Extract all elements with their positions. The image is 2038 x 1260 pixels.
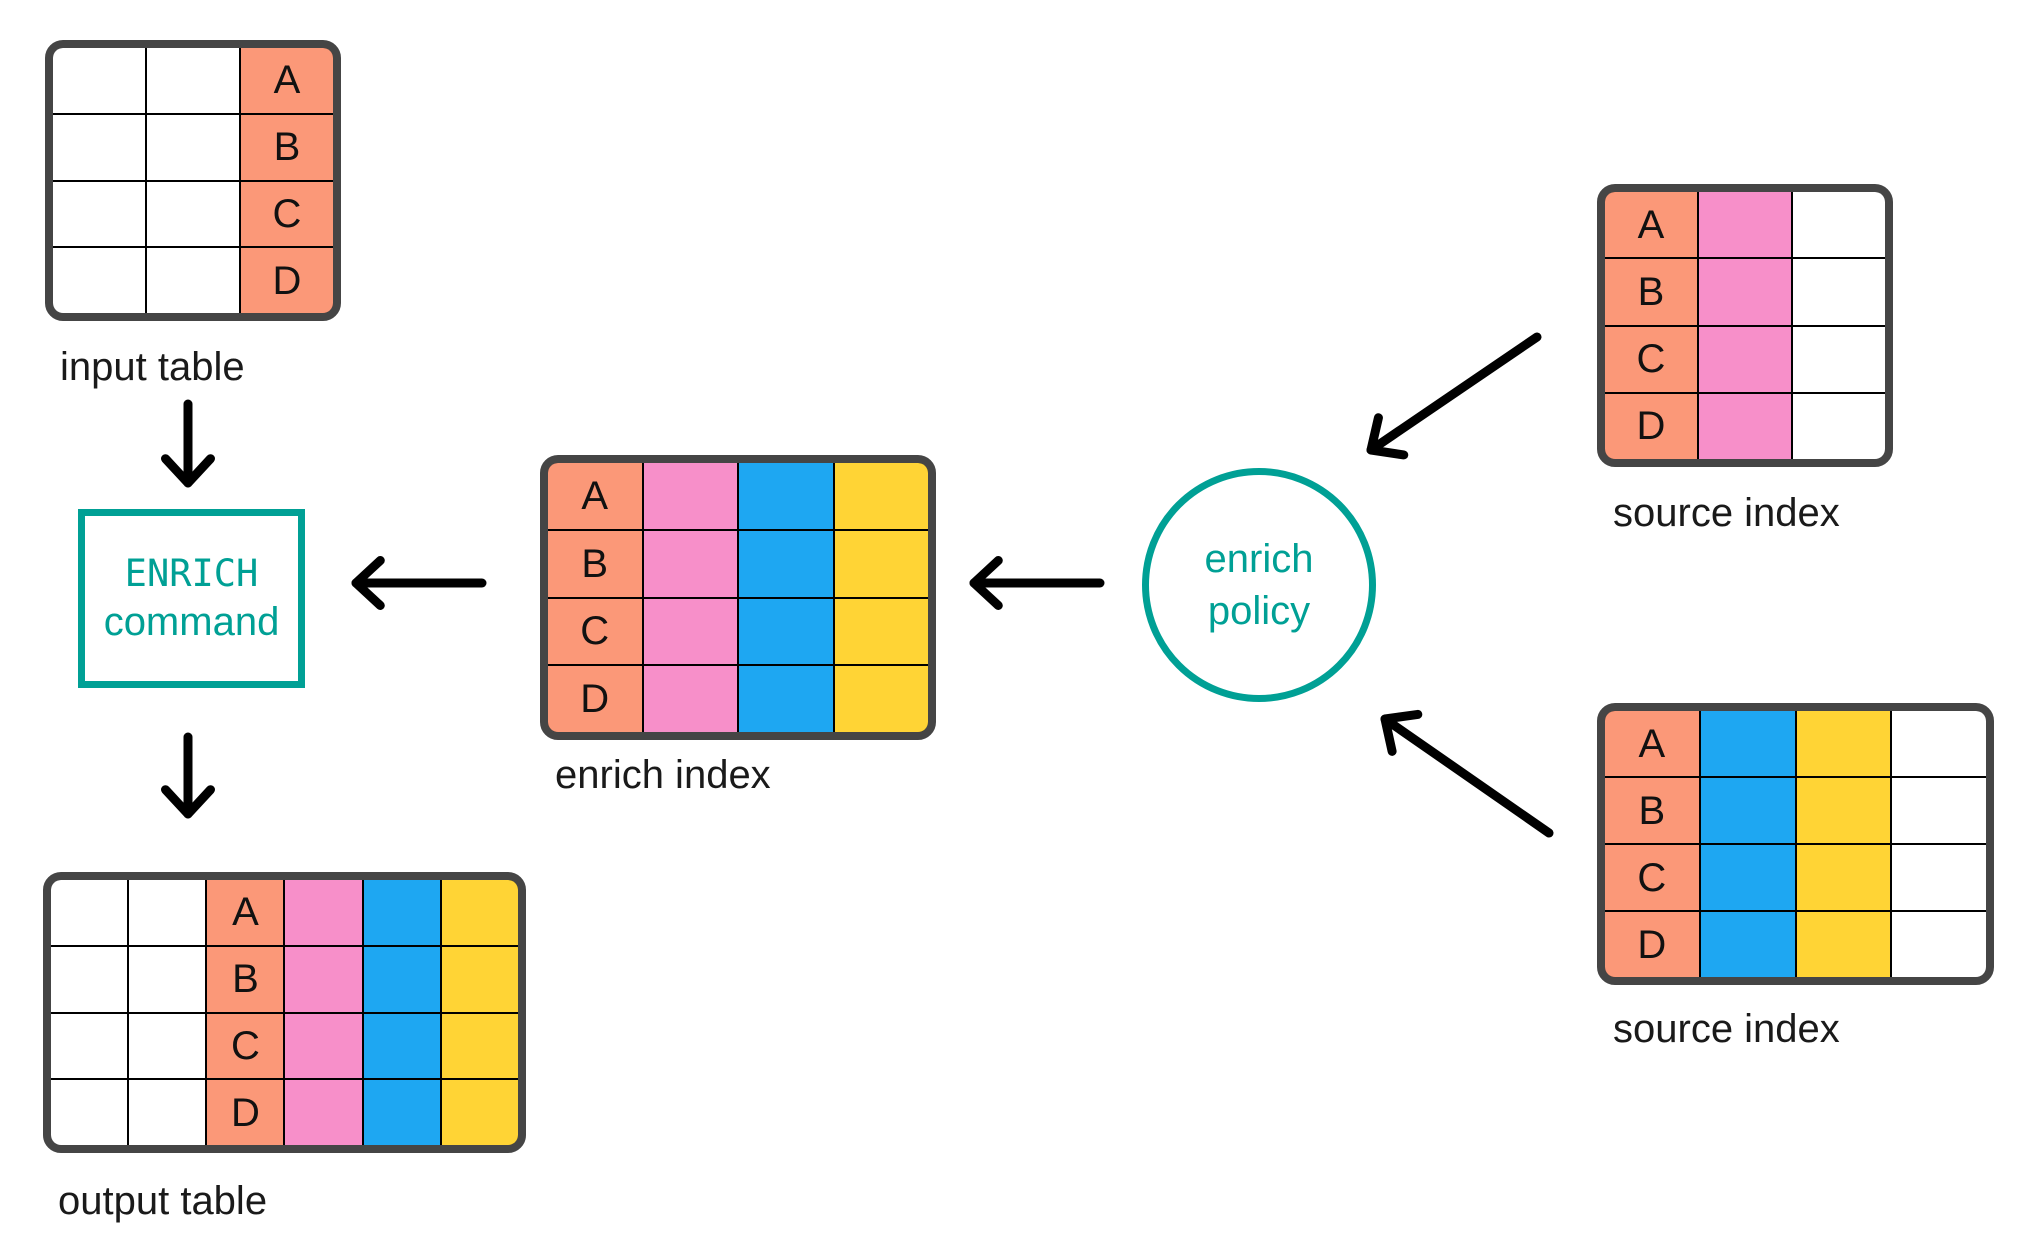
table-cell: [363, 1013, 440, 1079]
table-cell: [147, 114, 239, 180]
table-cell: [1892, 778, 1986, 843]
table-cell: [129, 1013, 206, 1079]
key-cell: C: [241, 181, 333, 247]
enrich-policy-circle: enrich policy: [1142, 468, 1376, 702]
key-cell: B: [1605, 778, 1699, 843]
key-cell: B: [1605, 259, 1697, 325]
table-cell: [1892, 845, 1986, 910]
table-cell: [1793, 393, 1885, 459]
table-cell: [1796, 845, 1891, 910]
table-cell: [1793, 192, 1885, 258]
table-cell: [643, 598, 737, 665]
table-cell: [53, 48, 145, 113]
key-cell: A: [1605, 711, 1699, 776]
table-cell: [1793, 259, 1885, 325]
table-cell: [51, 946, 128, 1012]
table-cell: [51, 1013, 128, 1079]
table-cell: [739, 463, 833, 529]
table-cell: [739, 530, 833, 597]
key-cell: B: [548, 530, 642, 597]
table-cell: [1699, 259, 1791, 325]
key-cell: C: [1605, 326, 1697, 392]
key-cell: A: [207, 880, 284, 945]
table-cell: [834, 530, 928, 597]
table-cell: [643, 666, 737, 732]
table-cell: [834, 463, 928, 529]
table-cell: [53, 114, 145, 180]
table-cell: [1793, 326, 1885, 392]
table-cell: [1796, 778, 1891, 843]
table-cell: [285, 946, 362, 1012]
table-cell: [1796, 711, 1891, 776]
table-cell: [285, 1013, 362, 1079]
source-index-bottom-label: source index: [1613, 1007, 1840, 1051]
table-cell: [285, 880, 362, 945]
table-cell: [285, 1080, 362, 1145]
output-table-label: output table: [58, 1179, 268, 1223]
table-cell: [1700, 778, 1795, 843]
key-cell: B: [241, 114, 333, 180]
table-cell: [1700, 845, 1795, 910]
key-cell: D: [241, 248, 333, 313]
table-cell: [834, 598, 928, 665]
table-cell: [1699, 393, 1791, 459]
arrow-source-top-to-policy-icon: [1366, 332, 1542, 460]
table-cell: [441, 1080, 518, 1145]
table-cell: [53, 248, 145, 313]
table-cell: [129, 880, 206, 945]
table-cell: [1700, 912, 1795, 977]
key-cell: C: [548, 598, 642, 665]
table-cell: [834, 666, 928, 732]
enrich-command-keyword: ENRICH: [124, 552, 259, 595]
table-cell: [1700, 711, 1795, 776]
key-cell: D: [548, 666, 642, 732]
table-cell: [363, 1080, 440, 1145]
input-table-label: input table: [60, 345, 245, 389]
table-cell: [147, 248, 239, 313]
table-cell: [51, 1080, 128, 1145]
enrich-policy-word1: enrich: [1204, 537, 1314, 581]
table-cell: [129, 946, 206, 1012]
table-cell: [363, 880, 440, 945]
table-cell: [363, 946, 440, 1012]
table-cell: [147, 48, 239, 113]
table-cell: [643, 463, 737, 529]
table-cell: [643, 530, 737, 597]
table-cell: [1892, 711, 1986, 776]
enrich-command-word: command: [103, 600, 280, 644]
table-cell: [1699, 326, 1791, 392]
key-cell: B: [207, 946, 284, 1012]
table-cell: [53, 181, 145, 247]
table-cell: [739, 598, 833, 665]
key-cell: D: [207, 1080, 284, 1145]
table-cell: [147, 181, 239, 247]
table-cell: [1892, 912, 1986, 977]
table-cell: [441, 880, 518, 945]
enrich-command-box: ENRICH command: [78, 509, 305, 688]
key-cell: D: [1605, 912, 1699, 977]
enrich-policy-word2: policy: [1207, 589, 1311, 633]
table-cell: [51, 880, 128, 945]
key-cell: A: [548, 463, 642, 529]
table-cell: [441, 1013, 518, 1079]
table-cell: [441, 946, 518, 1012]
key-cell: D: [1605, 393, 1697, 459]
table-cell: [1699, 192, 1791, 258]
enrich-index-label: enrich index: [555, 753, 771, 797]
key-cell: A: [1605, 192, 1697, 258]
arrow-source-bottom-to-policy-icon: [1380, 709, 1554, 838]
source-index-top-label: source index: [1613, 491, 1840, 535]
key-cell: A: [241, 48, 333, 113]
table-cell: [739, 666, 833, 732]
key-cell: C: [1605, 845, 1699, 910]
key-cell: C: [207, 1013, 284, 1079]
table-cell: [1796, 912, 1891, 977]
table-cell: [129, 1080, 206, 1145]
